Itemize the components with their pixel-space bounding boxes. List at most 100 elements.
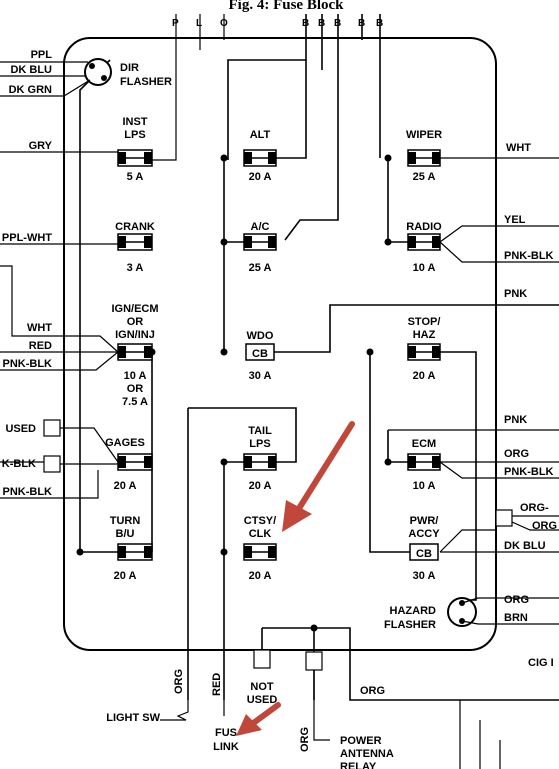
wire-color-label: PNK-BLK [504, 250, 554, 262]
fuse-label: TAIL [248, 425, 272, 437]
fuse-label: STOP/ [408, 316, 441, 328]
fuse-alt: ALT 20 A [243, 129, 277, 183]
left-wires: PPL DK BLU DK GRN GRY PPL-WHT WHT RED PN… [0, 49, 119, 499]
power-antenna-label: ANTENNA [340, 748, 394, 760]
fuse-icon [243, 149, 277, 167]
fuse-label: OR [127, 316, 144, 328]
fuse-rating: 10 A [413, 262, 436, 274]
fuse-ecm: ECM 10 A [407, 438, 441, 492]
fuse-icon [117, 453, 153, 471]
cig-lighter-label: CIG I [528, 657, 554, 669]
arrow-to-fuse-link [249, 702, 281, 727]
fuse-icon [407, 453, 441, 471]
wire-color-label: ORG [532, 520, 557, 532]
fuse-label: LPS [249, 438, 270, 450]
arrow-head [282, 500, 312, 532]
top-wire-code: L [196, 18, 202, 29]
wire-color-label: ORG- [520, 502, 549, 514]
fuse-label: TURN [110, 515, 141, 527]
fuse-rating: 30 A [249, 370, 272, 382]
wire-color-label: ORG [504, 448, 529, 460]
fuse-label: CTSY/ [244, 515, 276, 527]
fuse-icon [407, 343, 441, 361]
fuse-label: INST [122, 116, 147, 128]
wire-color-label: K-BLK [2, 458, 36, 470]
fuse-link-label: FUS [215, 727, 237, 739]
hazard-flasher-label: FLASHER [384, 619, 436, 631]
fuse-rating: 20 A [114, 480, 137, 492]
fuse-label: WDO [247, 330, 274, 342]
wire-color-label: DK BLU [10, 64, 52, 76]
fuse-icon [243, 453, 277, 471]
fuse-label: WIPER [406, 129, 442, 141]
fuse-label: ALT [250, 129, 271, 141]
fuse-icon [407, 233, 441, 251]
top-wires [152, 14, 381, 241]
fuse-label: IGN/ECM [111, 303, 158, 315]
fuse-label: B/U [116, 528, 135, 540]
fuse-label: HAZ [413, 329, 436, 341]
wire-color-label: PNK [504, 288, 527, 300]
wire-color-label: RED [211, 673, 223, 696]
bottom-connections: ORG RED ORG ORG LIGHT SW FUS LINK NOT US… [106, 649, 554, 769]
fuse-rating: 20 A [249, 570, 272, 582]
fuse-rating: 30 A [413, 570, 436, 582]
fuse-rating: 20 A [413, 370, 436, 382]
wire-color-label: RED [29, 340, 52, 352]
power-antenna-label: POWER [340, 735, 382, 747]
fuse-icon [243, 543, 277, 561]
wire-color-label: ORG [299, 727, 311, 752]
arrow-head [236, 714, 262, 736]
not-used-label: USED [247, 694, 278, 706]
fuse-label: ECM [412, 438, 436, 450]
fuse-ctsy-clk: CTSY/ CLK 20 A [243, 515, 277, 582]
figure-title: Fig. 4: Fuse Block [229, 0, 345, 13]
wire-color-label: WHT [506, 142, 531, 154]
fuse-icon [117, 233, 153, 251]
fuse-wiper: WIPER 25 A [406, 129, 442, 183]
light-switch-label: LIGHT SW [106, 712, 160, 724]
fuse-stop-haz: STOP/ HAZ 20 A [407, 316, 441, 382]
not-used-label: NOT [250, 681, 274, 693]
fuse-icon [407, 149, 441, 167]
fuse-rating: 10 A [124, 370, 147, 382]
fuse-rating: 20 A [114, 570, 137, 582]
connector-power-antenna [305, 651, 323, 671]
power-antenna-label: RELAY [340, 761, 377, 769]
fuse-label: CRANK [115, 221, 155, 233]
right-wires: WHT YEL PNK-BLK PNK PNK ORG PNK-BLK ORG-… [388, 142, 559, 625]
fuse-label: CLK [249, 528, 272, 540]
fuse-label: PWR/ [410, 515, 439, 527]
fuse-link-label: LINK [213, 741, 239, 753]
wire-color-label: USED [5, 423, 36, 435]
fuse-wdo: WDO CB 30 A [245, 330, 275, 382]
wire-color-label: ORG [173, 669, 185, 694]
arrow-to-ctsy-clk [295, 421, 355, 513]
wire-color-label: GRY [29, 140, 53, 152]
cb-label: CB [416, 548, 432, 560]
fuse-rating: 5 A [127, 171, 144, 183]
fuse-inst-lps: INST LPS 5 A [117, 116, 153, 183]
wire-color-label: PPL [31, 49, 53, 61]
hazard-flasher-label: HAZARD [390, 605, 436, 617]
wire-color-label: BRN [504, 612, 528, 624]
fuse-rating: 3 A [127, 262, 144, 274]
cb-label: CB [252, 348, 268, 360]
fuse-rating: 20 A [249, 171, 272, 183]
wire-color-label: PNK [504, 414, 527, 426]
fuse-rating: 7.5 A [122, 396, 148, 408]
fuse-block-outline [63, 37, 497, 651]
fuse-label: ACCY [408, 528, 440, 540]
fuse-crank: CRANK 3 A [115, 221, 155, 274]
wire-color-label: ORG [360, 685, 385, 697]
fuse-tail-lps: TAIL LPS 20 A [243, 425, 277, 492]
wire-color-label: WHT [27, 322, 52, 334]
fuse-icon [117, 343, 153, 361]
fuse-rating: 10 A [413, 480, 436, 492]
wire-color-label: PPL-WHT [2, 232, 52, 244]
wire-color-label: DK GRN [9, 84, 52, 96]
dir-flasher-label: FLASHER [120, 76, 172, 88]
fuse-label: LPS [124, 129, 145, 141]
fuse-rating: 25 A [249, 262, 272, 274]
